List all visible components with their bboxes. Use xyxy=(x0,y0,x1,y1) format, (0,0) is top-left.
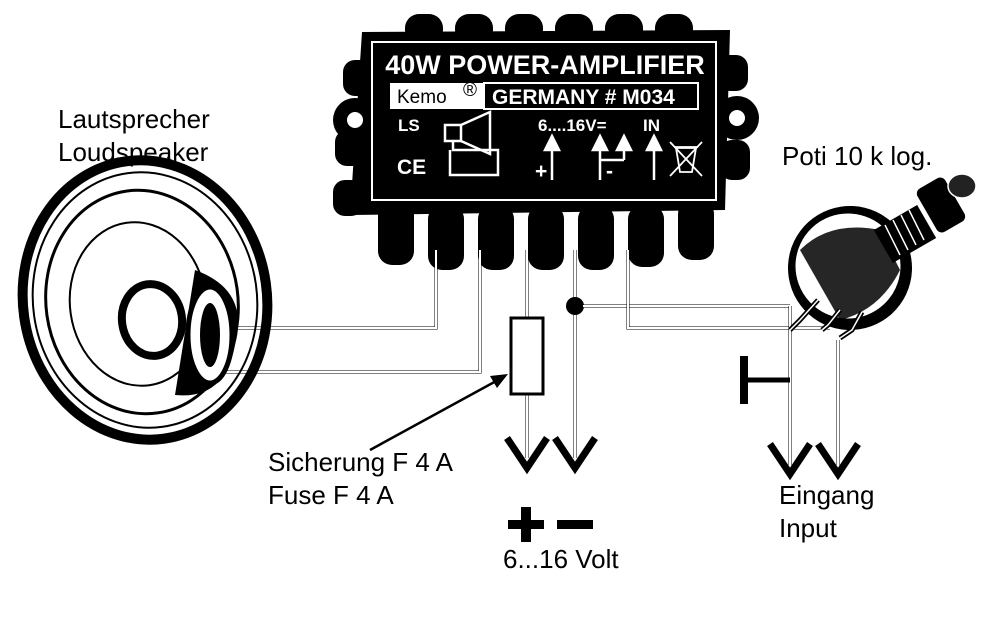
voltage-label: 6....16V= xyxy=(538,116,607,135)
mounting-ear-left xyxy=(333,98,377,142)
fuse-icon xyxy=(509,316,545,396)
heatsink-fins-bottom xyxy=(378,200,714,270)
pin-wires xyxy=(210,250,840,465)
minus-mark: - xyxy=(606,160,613,183)
fuse-pointer-arrow xyxy=(369,374,508,452)
ce-mark: CE xyxy=(397,156,426,179)
module-title: 40W POWER-AMPLIFIER xyxy=(385,50,705,80)
fuse-label-en: Fuse F 4 A xyxy=(268,480,394,510)
fuse-label-de: Sicherung F 4 A xyxy=(268,447,454,477)
input-label-de: Eingang xyxy=(779,480,874,510)
loudspeaker-icon xyxy=(17,155,273,445)
amplifier-module: 40W POWER-AMPLIFIER Kemo ® GERMANY # M03… xyxy=(333,14,759,270)
model-code: GERMANY # M034 xyxy=(492,86,675,109)
input-label-en: Input xyxy=(779,513,838,543)
brand-name: Kemo xyxy=(397,87,447,108)
power-arrows xyxy=(542,133,664,180)
potentiometer-icon xyxy=(788,173,977,341)
model-box xyxy=(483,82,699,110)
brand-registered-mark: ® xyxy=(463,80,477,101)
ls-label: LS xyxy=(398,116,420,135)
speaker-label-de: Lautsprecher xyxy=(58,104,210,134)
arrow-down-icon xyxy=(504,436,861,481)
speaker-symbol-icon xyxy=(443,110,500,177)
weee-bin-icon xyxy=(669,141,703,177)
ground-symbol-icon xyxy=(740,356,790,404)
supply-voltage-label: 6...16 Volt xyxy=(503,544,619,574)
in-label: IN xyxy=(643,116,660,135)
supply-polarity-symbols xyxy=(508,507,593,542)
speaker-label-en: Loudspeaker xyxy=(58,137,209,167)
mounting-ear-right xyxy=(715,96,759,140)
plus-mark: + xyxy=(535,160,547,183)
brand-box xyxy=(390,83,484,109)
poti-label: Poti 10 k log. xyxy=(782,141,932,171)
